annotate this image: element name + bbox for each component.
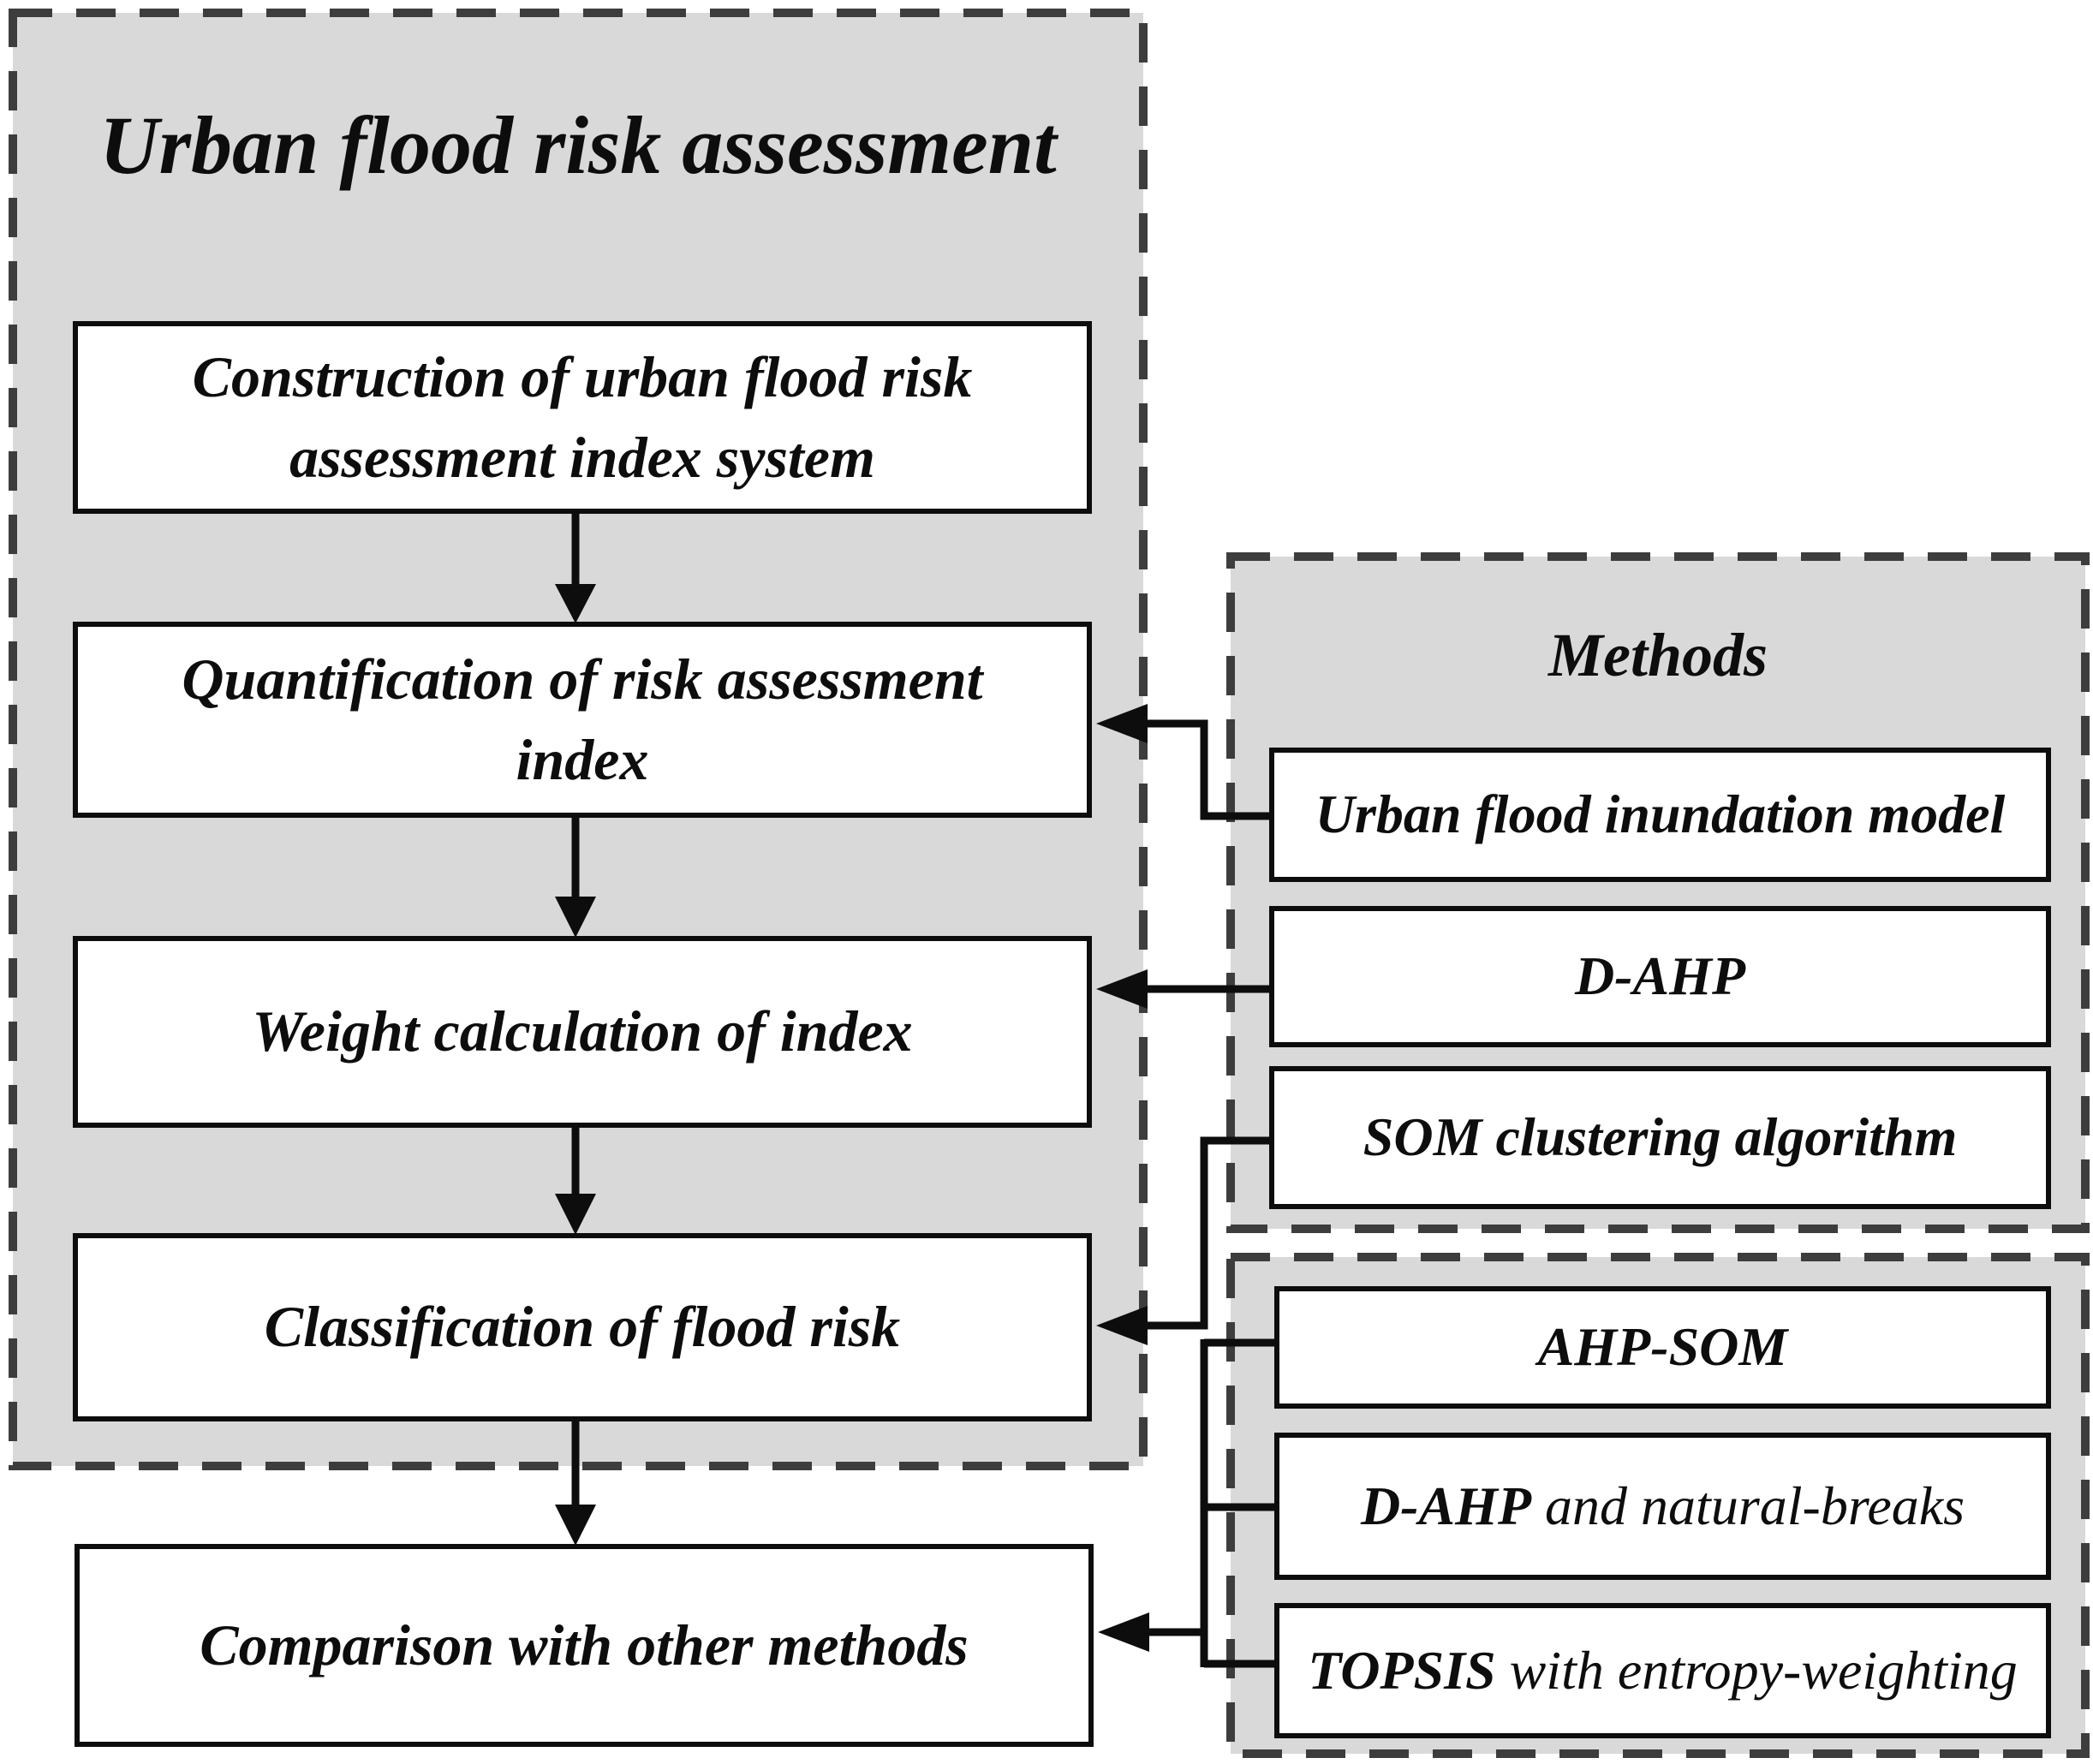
method-dahp-label: D-AHP bbox=[1574, 945, 1746, 1007]
flow-arrow-weight-to-classification bbox=[555, 1128, 596, 1235]
connector-dahp-to-weight bbox=[1096, 969, 1269, 1009]
step-classification-box: Classification of flood risk bbox=[73, 1233, 1092, 1421]
connector-comparison-methods-to-comparison bbox=[1098, 1338, 1276, 1668]
methods-panel-title: Methods bbox=[1547, 621, 1768, 689]
step-weight-calculation-box: Weight calculation of index bbox=[73, 936, 1092, 1128]
step-quantification-label-line1: Quantification of risk assessment bbox=[182, 646, 983, 712]
step-classification-label: Classification of flood risk bbox=[264, 1294, 901, 1360]
comparison-method-topsis-label: TOPSIS with entropy-weighting bbox=[1308, 1639, 2018, 1701]
method-inundation-model-label: Urban flood inundation model bbox=[1315, 784, 2006, 845]
comparison-with-other-methods-box: Comparison with other methods bbox=[75, 1544, 1094, 1747]
step-construction-box: Construction of urban flood risk assessm… bbox=[73, 321, 1092, 514]
method-dahp-box: D-AHP bbox=[1269, 906, 2051, 1047]
method-som-clustering-label: SOM clustering algorithm bbox=[1363, 1106, 1958, 1168]
step-construction-label-line2: assessment index system bbox=[289, 424, 875, 490]
flow-arrow-construction-to-quantification bbox=[555, 514, 596, 623]
comparison-method-topsis-box: TOPSIS with entropy-weighting bbox=[1274, 1603, 2051, 1738]
step-quantification-box: Quantification of risk assessment index bbox=[73, 622, 1092, 818]
method-inundation-model-box: Urban flood inundation model bbox=[1269, 748, 2051, 882]
comparison-method-ahpsom-label: AHP-SOM bbox=[1537, 1316, 1788, 1378]
comparison-method-dahp-natural-breaks-label: D-AHP and natural-breaks bbox=[1360, 1475, 1965, 1536]
comparison-method-dahp-natural-breaks-box: D-AHP and natural-breaks bbox=[1274, 1433, 2051, 1580]
comparison-with-other-methods-label: Comparison with other methods bbox=[200, 1612, 969, 1678]
flow-arrow-classification-to-comparison bbox=[555, 1421, 596, 1546]
urban-flood-panel-title: Urban flood risk assessment bbox=[99, 99, 1057, 191]
connector-inundation-model-to-quantification bbox=[1096, 704, 1269, 820]
connector-som-to-classification bbox=[1096, 1136, 1269, 1345]
flow-arrow-quantification-to-weight bbox=[555, 818, 596, 938]
method-som-clustering-box: SOM clustering algorithm bbox=[1269, 1066, 2051, 1209]
step-quantification-label-line2: index bbox=[516, 726, 649, 792]
step-weight-calculation-label: Weight calculation of index bbox=[252, 998, 913, 1064]
comparison-method-ahpsom-box: AHP-SOM bbox=[1274, 1286, 2051, 1409]
step-construction-label-line1: Construction of urban flood risk bbox=[192, 343, 973, 409]
